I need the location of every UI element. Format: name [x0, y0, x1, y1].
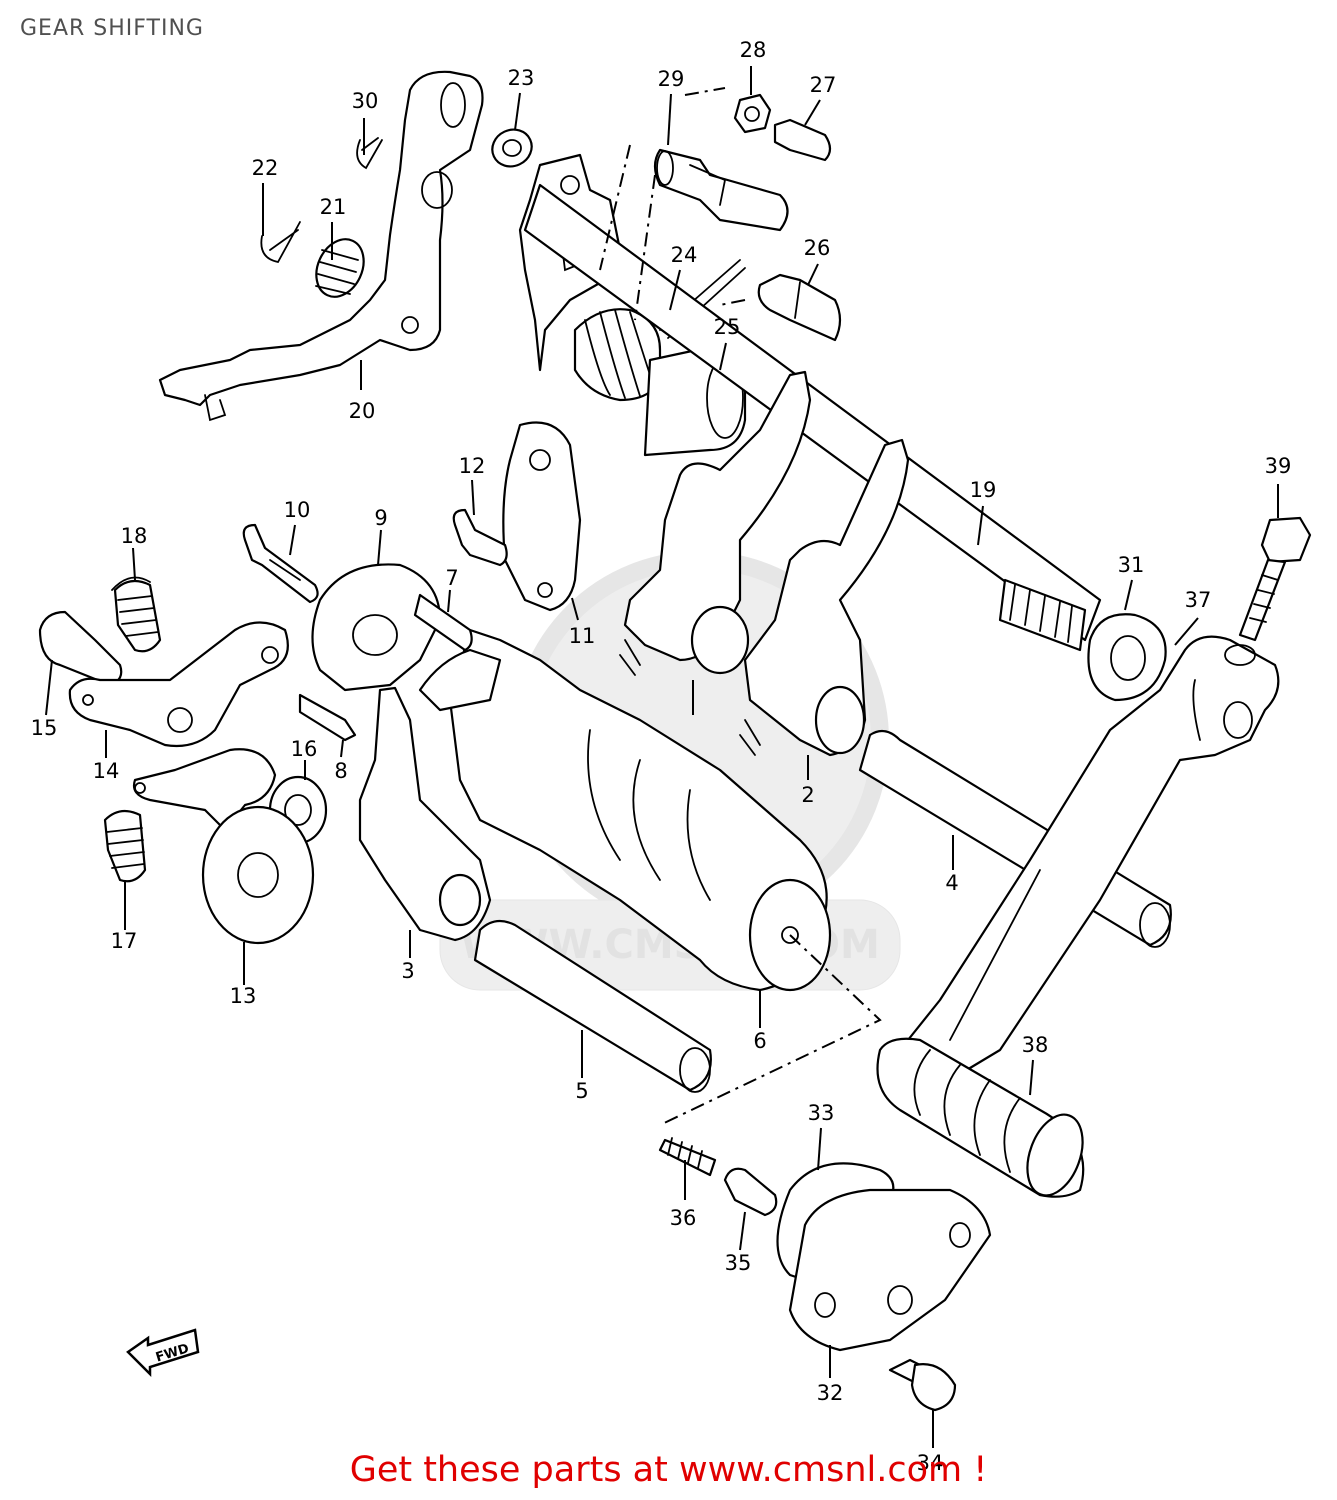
- part-19-shift-shaft: [523, 183, 1102, 652]
- part-31-seal: [1087, 613, 1167, 702]
- part-14-stopper-arm: [68, 621, 289, 748]
- callout-21: 21: [320, 195, 347, 219]
- part-12-bolt: [452, 508, 508, 567]
- callout-labels: 2 3 4 5 6 7 8 9 10 11 12 13 14 15 16 17 …: [31, 38, 1292, 1475]
- callout-29: 29: [658, 67, 685, 91]
- assembly-line-upper: [599, 87, 746, 321]
- part-27-bolt: [773, 118, 832, 162]
- callout-12: 12: [459, 454, 486, 478]
- callout-34: 34: [917, 1451, 944, 1475]
- part-15-bolt: [38, 610, 123, 687]
- part-9-plate: [311, 563, 442, 692]
- callout-37: 37: [1185, 588, 1212, 612]
- part-2-shift-fork: [739, 438, 910, 757]
- callout-9: 9: [374, 506, 387, 530]
- callout-27: 27: [810, 73, 837, 97]
- part-23-washer: [491, 128, 533, 168]
- callout-18: 18: [121, 524, 148, 548]
- callout-2: 2: [801, 783, 814, 807]
- part-20-shift-lever: [158, 70, 484, 422]
- callout-32: 32: [817, 1381, 844, 1405]
- part-38-footpeg-rubber: [876, 1037, 1085, 1198]
- part-7-pin: [413, 593, 473, 652]
- callout-16: 16: [291, 737, 318, 761]
- part-18-spring: [111, 576, 162, 653]
- part-17-spring: [103, 809, 147, 883]
- part-22-circlip: [260, 221, 301, 264]
- part-10-bolt: [242, 523, 319, 604]
- part-39-bolt: [1238, 516, 1312, 642]
- part-28-nut: [733, 93, 772, 134]
- callout-23: 23: [508, 66, 535, 90]
- callout-31: 31: [1118, 553, 1145, 577]
- fwd-arrow-icon: FWD: [126, 1328, 200, 1378]
- callout-33: 33: [808, 1101, 835, 1125]
- part-34-screw: [888, 1358, 957, 1412]
- callout-22: 22: [252, 156, 279, 180]
- callout-25: 25: [714, 315, 741, 339]
- part-29-pin: [653, 148, 789, 232]
- callout-4: 4: [945, 871, 958, 895]
- part-36-spring: [658, 1137, 717, 1177]
- callout-13: 13: [230, 984, 257, 1008]
- callout-26: 26: [804, 236, 831, 260]
- callout-35: 35: [725, 1251, 752, 1275]
- leader-lines: [45, 66, 1279, 1448]
- part-32-cover: [788, 1188, 992, 1352]
- callout-36: 36: [670, 1206, 697, 1230]
- part-30-clip: [356, 137, 383, 170]
- assembly-line-drum: [659, 934, 882, 1126]
- callout-28: 28: [740, 38, 767, 62]
- part-13-washer: [201, 805, 315, 945]
- callout-3: 3: [401, 959, 414, 983]
- callout-19: 19: [970, 478, 997, 502]
- part-35-plunger: [723, 1167, 778, 1217]
- callout-14: 14: [93, 759, 120, 783]
- part-3-shift-fork: [358, 648, 502, 942]
- callout-11: 11: [569, 624, 596, 648]
- callout-6: 6: [753, 1029, 766, 1053]
- callout-5: 5: [575, 1079, 588, 1103]
- part-1-shift-fork: [619, 370, 812, 676]
- callout-8: 8: [334, 759, 347, 783]
- footer-promo-link[interactable]: Get these parts at www.cmsnl.com !: [349, 1450, 988, 1490]
- callout-10: 10: [284, 498, 311, 522]
- callout-15: 15: [31, 716, 58, 740]
- part-5-fork-shaft: [473, 919, 712, 1093]
- part-11-cam-plate: [502, 421, 582, 612]
- part-21-spring: [315, 238, 365, 298]
- callout-24: 24: [671, 243, 698, 267]
- callout-38: 38: [1022, 1033, 1049, 1057]
- callout-30: 30: [352, 89, 379, 113]
- part-26-bolt: [757, 273, 842, 342]
- callout-7: 7: [445, 566, 458, 590]
- callout-20: 20: [349, 399, 376, 423]
- diagram-title: GEAR SHIFTING: [20, 16, 204, 41]
- callout-39: 39: [1265, 454, 1292, 478]
- part-8-stopper: [298, 693, 357, 742]
- part-37-gearshift-lever: [898, 635, 1280, 1082]
- callout-17: 17: [111, 929, 138, 953]
